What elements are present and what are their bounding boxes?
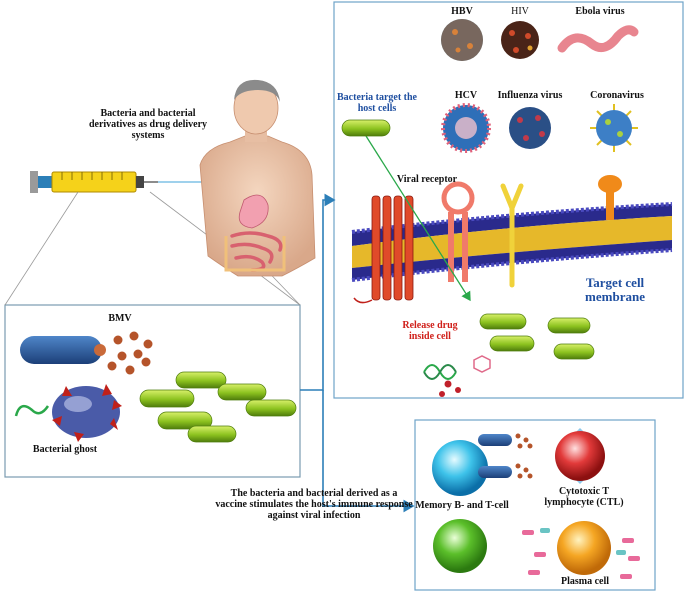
bacterium	[489, 335, 535, 352]
bacterium	[175, 371, 227, 389]
target-label: Bacteria target the host cells	[337, 92, 417, 114]
bacterium	[547, 317, 591, 334]
virus-label-hiv: HIV	[511, 6, 529, 17]
ctl-label: Cytotoxic T lymphocyte (CTL)	[544, 486, 624, 508]
release-label: Release drug inside cell	[402, 320, 458, 342]
memory-cell-blue	[432, 440, 488, 496]
virus-label-coronavirus: Coronavirus	[590, 90, 644, 101]
virus-coronavirus	[590, 104, 638, 152]
virus-label-hcv: HCV	[454, 90, 478, 101]
bmv-illustration	[20, 331, 153, 375]
bacterium	[187, 425, 237, 443]
syringe-illustration	[30, 171, 236, 193]
vaccine-caption: The bacteria and bacterial derived as a …	[215, 488, 413, 521]
virus-hiv	[501, 21, 539, 59]
virus-label-hbv: HBV	[451, 6, 473, 17]
virus-hcv	[441, 103, 491, 153]
drug-icons	[423, 355, 491, 397]
bacterium	[341, 119, 391, 137]
immune-bmv-icons	[478, 433, 533, 479]
membrane-label: Target cell membrane	[585, 275, 645, 304]
orange-receptor	[598, 175, 622, 220]
y-receptor	[500, 183, 524, 288]
membrane-proteins	[353, 175, 622, 304]
connector-arrows	[300, 193, 415, 513]
memory-cell-label: Memory B- and T-cell	[415, 500, 509, 511]
plasma-cell	[522, 521, 640, 579]
viral-receptor-label: Viral receptor	[396, 174, 458, 185]
bmv-label: BMV	[108, 313, 132, 324]
ctl-cell	[555, 428, 605, 484]
bacteria-group	[139, 119, 595, 443]
bacterium	[245, 399, 297, 417]
delivery-label: Bacteria and bacterial derivatives as dr…	[88, 108, 208, 141]
virus-hbv	[441, 19, 483, 61]
bacterium	[479, 313, 527, 330]
virus-ebola	[557, 25, 639, 53]
bacterium	[217, 383, 267, 401]
virus-label-ebola: Ebola virus	[575, 6, 625, 17]
bacterium	[157, 411, 213, 430]
target-arrow	[365, 135, 471, 302]
virus-influenza	[509, 107, 551, 149]
bacterium	[553, 343, 595, 360]
human-body-illustration	[199, 79, 316, 277]
plasma-cell-label: Plasma cell	[560, 576, 610, 587]
ghost-label: Bacterial ghost	[32, 444, 98, 455]
bacterial-ghost-illustration	[14, 384, 122, 442]
viral-receptor-ring	[441, 181, 475, 282]
bacterium	[139, 389, 195, 408]
memory-cell-green	[433, 519, 487, 573]
virus-label-influenza: Influenza virus	[497, 90, 563, 101]
